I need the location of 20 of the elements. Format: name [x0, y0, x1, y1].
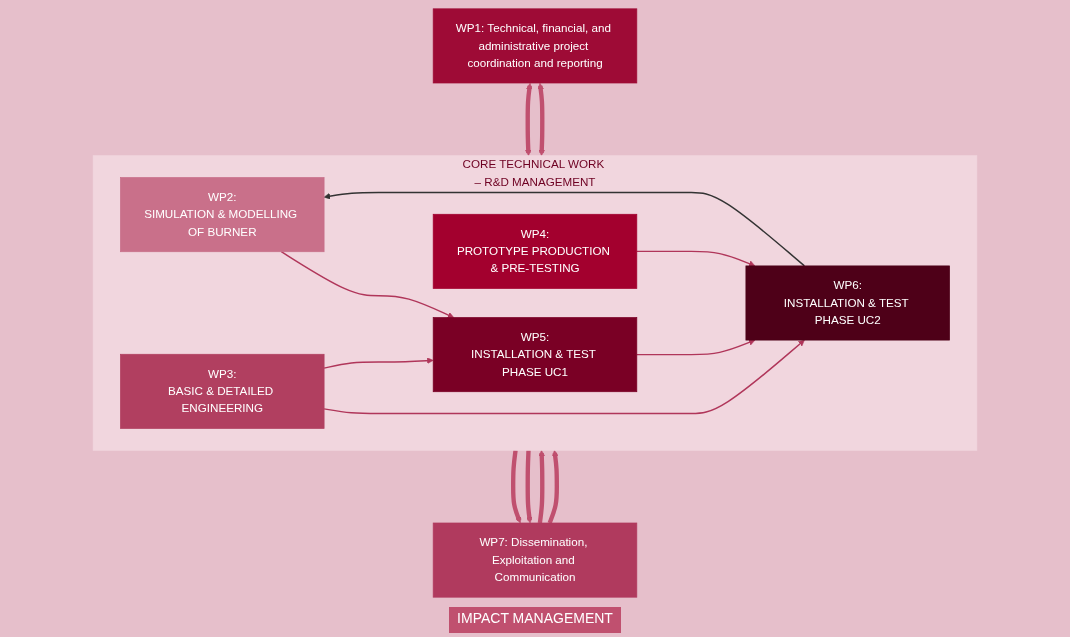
- arrow: [636, 250, 756, 267]
- arrow: [537, 82, 545, 156]
- node-box: WP7: Dissemination, Exploitation and Communication: [432, 522, 638, 598]
- note-label: IMPACT MANAGEMENT: [449, 607, 621, 633]
- node-box: WP1: Technical, financial, and administrative project coordination and reporting: [432, 7, 638, 83]
- arrow: [636, 338, 756, 355]
- arrow: [537, 449, 545, 523]
- arrow: [525, 449, 533, 523]
- arrow: [511, 449, 522, 523]
- node-box: WP6: INSTALLATION & TEST PHASE UC2: [745, 265, 950, 340]
- node-box: WP3: BASIC & DETAILED ENGINEERING: [120, 353, 325, 429]
- arrow: [547, 449, 559, 524]
- node-box: WP2: SIMULATION & MODELLING OF BURNER: [120, 176, 325, 252]
- arrow: [323, 357, 434, 369]
- arrow: [280, 250, 454, 318]
- arrow: [525, 82, 533, 156]
- node-box: WP4: PROTOTYPE PRODUCTION & PRE-TESTING: [432, 213, 638, 289]
- arrow: [323, 191, 806, 267]
- node-box: WP5: INSTALLATION & TEST PHASE UC1: [432, 316, 638, 392]
- arrow: [323, 339, 805, 414]
